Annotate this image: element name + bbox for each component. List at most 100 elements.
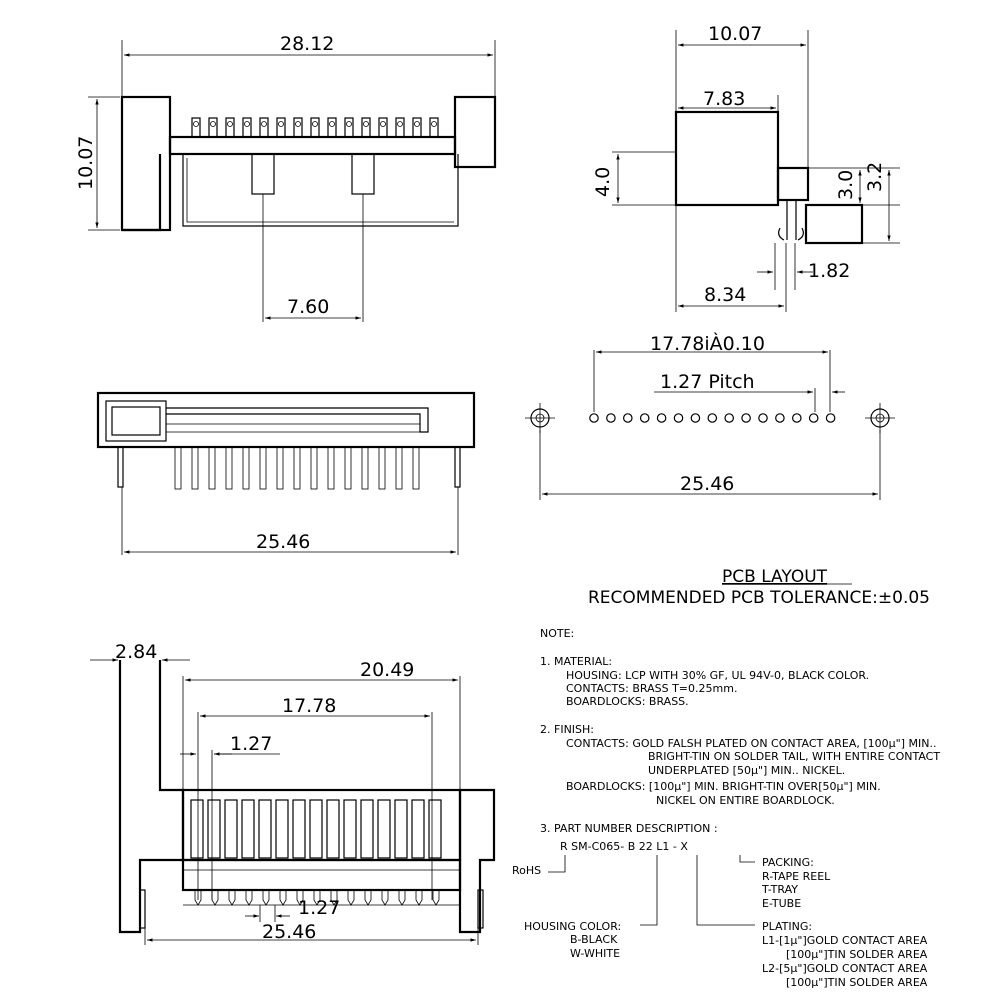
top-solder-tail bbox=[191, 446, 199, 490]
pcb-hole bbox=[589, 413, 599, 423]
front-contact-tip bbox=[244, 121, 250, 127]
front-contact bbox=[276, 117, 286, 138]
bottom-slot bbox=[292, 799, 306, 859]
bottom-view bbox=[90, 658, 496, 945]
plating-l2-gold: L2-[5µ"]GOLD CONTACT AREA bbox=[762, 962, 928, 975]
pcb-hole bbox=[707, 413, 718, 423]
note-heading: NOTE: bbox=[540, 627, 574, 640]
top-solder-tail bbox=[293, 446, 301, 490]
top-solder-tail bbox=[395, 446, 403, 490]
bottom-slot bbox=[258, 799, 272, 859]
bottom-contact-tail bbox=[313, 890, 321, 906]
packing-r: R-TAPE REEL bbox=[762, 870, 831, 883]
bottom-slot bbox=[190, 799, 204, 859]
bottom-w3-dim: 25.46 bbox=[262, 921, 316, 943]
front-contact-tip bbox=[363, 121, 369, 127]
front-contact bbox=[191, 117, 201, 138]
bottom-p2-dim: 1.27 bbox=[298, 897, 340, 919]
note-material-boardlocks: BOARDLOCKS: BRASS. bbox=[566, 695, 689, 708]
packing-e: E-TUBE bbox=[762, 897, 801, 910]
tail-depth-dim: 8.34 bbox=[704, 284, 746, 306]
front-contact bbox=[327, 117, 337, 138]
bottom-contact-tail bbox=[194, 890, 202, 906]
front-contact-tip bbox=[295, 121, 301, 127]
tail-dim: 1.82 bbox=[808, 260, 850, 282]
pcb-holes-dim: 25.46 bbox=[680, 473, 734, 495]
h32-dim: 3.2 bbox=[864, 162, 886, 192]
front-contact bbox=[242, 117, 252, 138]
front-contact-tip bbox=[312, 121, 318, 127]
top-solder-tail bbox=[225, 446, 233, 490]
bottom-contact-tail bbox=[381, 890, 389, 906]
note-finish-boardlocks: BOARDLOCKS: [100µ"] MIN. BRIGHT-TIN OVER… bbox=[566, 780, 881, 793]
bottom-slot bbox=[428, 799, 442, 859]
top-solder-tail bbox=[242, 446, 250, 490]
top-solder-tail bbox=[310, 446, 318, 490]
note-material-contacts: CONTACTS: BRASS T=0.25mm. bbox=[566, 682, 737, 695]
note-material-housing: HOUSING: LCP WITH 30% GF, UL 94V-0, BLAC… bbox=[566, 669, 869, 682]
front-contact bbox=[293, 117, 303, 138]
bottom-slot bbox=[360, 799, 374, 859]
bottom-w2-dim: 17.78 bbox=[282, 695, 336, 717]
bottom-contact-tail bbox=[415, 890, 423, 906]
note-finish-tin: BRIGHT-TIN ON SOLDER TAIL, WITH ENTIRE C… bbox=[648, 750, 940, 763]
h30-dim: 3.0 bbox=[835, 170, 857, 200]
front-contact bbox=[395, 117, 405, 138]
side-height-dim: 4.0 bbox=[592, 167, 614, 197]
top-solder-tail bbox=[361, 446, 369, 490]
note-finish-contacts: CONTACTS: GOLD FALSH PLATED ON CONTACT A… bbox=[566, 737, 936, 750]
front-contact-tip bbox=[346, 121, 352, 127]
note-finish-title: 2. FINISH: bbox=[540, 723, 594, 736]
pcb-hole bbox=[639, 413, 650, 423]
front-contact-tip bbox=[227, 121, 233, 127]
pcb-hole bbox=[775, 413, 785, 423]
pcb-span-dim: 17.78iÀ0.10 bbox=[650, 332, 765, 355]
bottom-contact-tail bbox=[347, 890, 355, 906]
bottom-contact-tail bbox=[228, 890, 236, 906]
top-solder-tail bbox=[378, 446, 386, 490]
front-contact-tip bbox=[210, 121, 216, 127]
front-contact bbox=[361, 117, 371, 138]
bottom-slot bbox=[411, 799, 425, 859]
front-contact bbox=[344, 117, 354, 138]
bottom-slot bbox=[224, 799, 238, 859]
top-solder-tail bbox=[327, 446, 335, 490]
front-contact-tip bbox=[261, 121, 267, 127]
plating-l1-gold: L1-[1µ"]GOLD CONTACT AREA bbox=[762, 934, 928, 947]
pcb-hole bbox=[724, 413, 734, 423]
front-contact-tip bbox=[431, 121, 437, 127]
front-view bbox=[88, 40, 497, 322]
pcb-hole bbox=[741, 413, 751, 423]
pcb-hole bbox=[622, 413, 633, 423]
bottom-slot bbox=[309, 799, 323, 859]
top-solder-tail bbox=[174, 446, 182, 490]
pcb-hole bbox=[673, 413, 684, 423]
bottom-slot bbox=[326, 799, 340, 859]
bottom-offset-dim: 2.84 bbox=[115, 641, 157, 663]
bottom-contact-tail bbox=[330, 890, 338, 906]
front-width-dim: 28.12 bbox=[280, 33, 334, 55]
bottom-p1-dim: 1.27 bbox=[230, 733, 272, 755]
bottom-slot bbox=[207, 799, 221, 859]
front-contact-tip bbox=[193, 121, 199, 127]
bottom-contact-tail bbox=[262, 890, 270, 906]
packing-title: PACKING: bbox=[762, 856, 814, 869]
front-contact-tip bbox=[414, 121, 420, 127]
pcb-pitch-dim: 1.27 Pitch bbox=[660, 371, 755, 393]
bottom-slot bbox=[275, 799, 289, 859]
post-spacing-dim: 7.60 bbox=[287, 296, 329, 318]
pcb-hole bbox=[606, 413, 616, 423]
top-solder-tail bbox=[412, 446, 420, 490]
front-contact bbox=[378, 117, 388, 138]
part-number-leaders bbox=[548, 855, 755, 926]
bottom-contact-tail bbox=[211, 890, 219, 906]
bottom-slot bbox=[241, 799, 255, 859]
pcb-layout bbox=[525, 350, 895, 500]
bottom-contact-tail bbox=[364, 890, 372, 906]
front-contact bbox=[259, 117, 269, 138]
side-depth-dim: 10.07 bbox=[708, 23, 762, 45]
front-contact-tip bbox=[278, 121, 284, 127]
bottom-slot bbox=[377, 799, 391, 859]
bottom-w1-dim: 20.49 bbox=[360, 659, 414, 681]
